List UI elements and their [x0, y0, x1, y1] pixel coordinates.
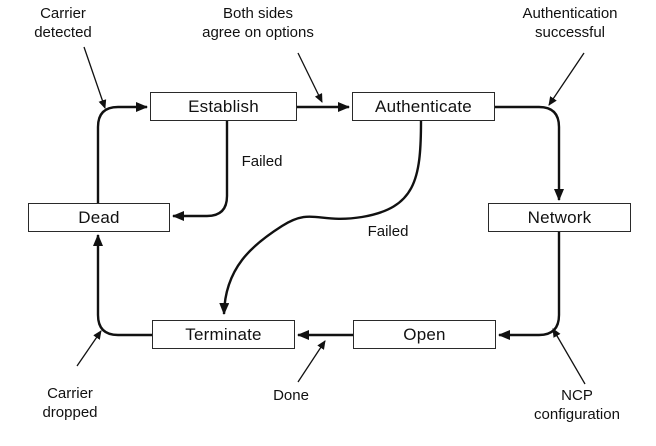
- label-carrier-detected: Carrier detected: [34, 5, 92, 41]
- label-authentication-successful: Authentication successful: [522, 5, 618, 41]
- ncp-configuration-pointer-arrow: [552, 328, 586, 385]
- label-carrier-dropped: Carrier dropped: [42, 385, 98, 421]
- state-network: Network: [488, 203, 631, 232]
- transition-establish-failed-to-dead-arrow: [172, 121, 229, 221]
- transition-network-to-open-arrow: [498, 232, 561, 340]
- state-terminate: Terminate: [152, 320, 295, 349]
- label-failed-authenticate: Failed: [367, 223, 409, 240]
- authentication-successful-pointer-arrow: [548, 52, 585, 106]
- state-authenticate: Authenticate: [352, 92, 495, 121]
- label-ncp-configuration: NCP configuration: [534, 387, 620, 423]
- state-establish: Establish: [150, 92, 297, 121]
- done-pointer-arrow: [297, 340, 326, 383]
- label-failed-establish: Failed: [241, 153, 283, 170]
- transition-authenticate-to-network-arrow: [495, 105, 564, 201]
- label-done: Done: [273, 387, 309, 404]
- transition-authenticate-failed-to-terminate-arrow: [219, 120, 423, 315]
- transition-terminate-to-dead-arrow: [93, 234, 152, 337]
- label-both-sides-agree: Both sides agree on options: [202, 5, 314, 41]
- carrier-detected-pointer-arrow: [83, 46, 107, 109]
- transition-dead-to-establish-arrow: [96, 102, 148, 203]
- carrier-dropped-pointer-arrow: [76, 330, 102, 367]
- state-dead: Dead: [28, 203, 170, 232]
- state-open: Open: [353, 320, 496, 349]
- both-sides-pointer-arrow: [297, 52, 323, 103]
